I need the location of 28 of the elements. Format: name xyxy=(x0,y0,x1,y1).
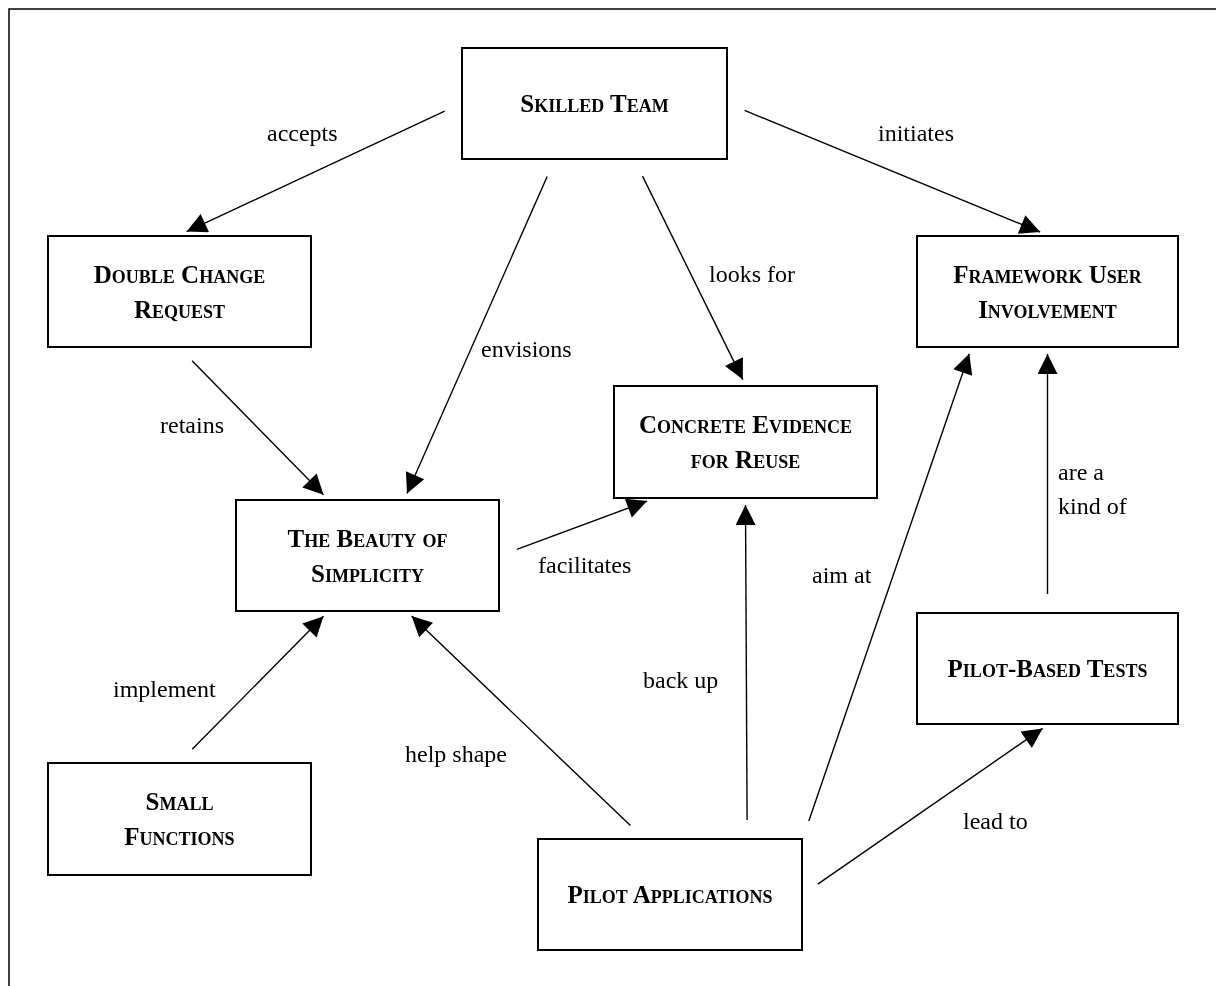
arrow xyxy=(516,498,648,550)
concept-box xyxy=(235,499,500,612)
arrow xyxy=(743,109,1041,234)
arrow xyxy=(186,110,446,233)
concept-text: Double Change Request xyxy=(92,259,267,325)
arrow xyxy=(808,353,973,822)
arrow xyxy=(817,727,1044,885)
arrow xyxy=(191,360,325,496)
arrow xyxy=(735,504,756,821)
concept-text: Small Functions xyxy=(123,787,236,852)
arrow xyxy=(405,175,548,495)
concept-box xyxy=(47,762,312,876)
arrow xyxy=(641,175,744,381)
arrow xyxy=(1037,353,1058,595)
concept-box xyxy=(613,385,878,499)
concept-box xyxy=(47,235,312,348)
arrow xyxy=(410,615,632,827)
arrow xyxy=(191,615,325,750)
concept-text: The Beauty of Simplicity xyxy=(286,523,449,589)
concept-box xyxy=(537,838,803,951)
concept-text: Concrete Evidence for Reuse xyxy=(638,410,853,475)
concept-text: Skilled Team xyxy=(520,89,669,119)
concept-box xyxy=(916,235,1179,348)
concept-text: Pilot-Based Tests xyxy=(947,654,1148,684)
concept-text: Pilot Applications xyxy=(567,880,773,910)
concept-text: Framework User Involvement xyxy=(952,259,1143,325)
concept-box xyxy=(461,47,728,160)
concept-box xyxy=(916,612,1179,725)
